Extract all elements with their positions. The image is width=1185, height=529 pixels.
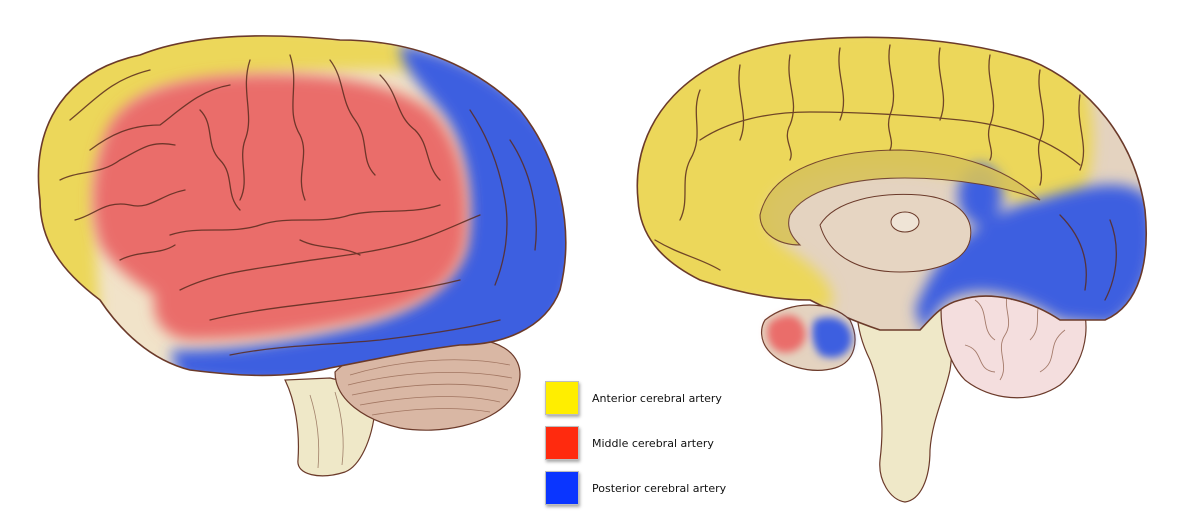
legend-item-middle: Middle cerebral artery [545,425,714,461]
legend-label-anterior: Anterior cerebral artery [592,391,722,405]
medial-orbital-lobe [761,304,856,371]
interthalamic-adhesion [890,211,920,233]
lateral-middle-territory [92,74,468,340]
lateral-brain [37,35,567,477]
legend-swatch-anterior [545,381,579,415]
lateral-posterior-territory [170,45,566,376]
thalamus [819,193,972,273]
legend-label-posterior: Posterior cerebral artery [592,481,727,495]
legend-item-posterior: Posterior cerebral artery [545,470,726,506]
legend-swatch-middle [545,426,579,460]
legend-label-middle: Middle cerebral artery [592,436,714,450]
medial-anterior-territory [637,37,1094,310]
lateral-anterior-territory [38,35,420,320]
corpus-callosum [759,149,1041,246]
legend-swatch-posterior [545,471,579,505]
medial-brain [636,36,1148,503]
legend-item-anterior: Anterior cerebral artery [545,380,722,416]
